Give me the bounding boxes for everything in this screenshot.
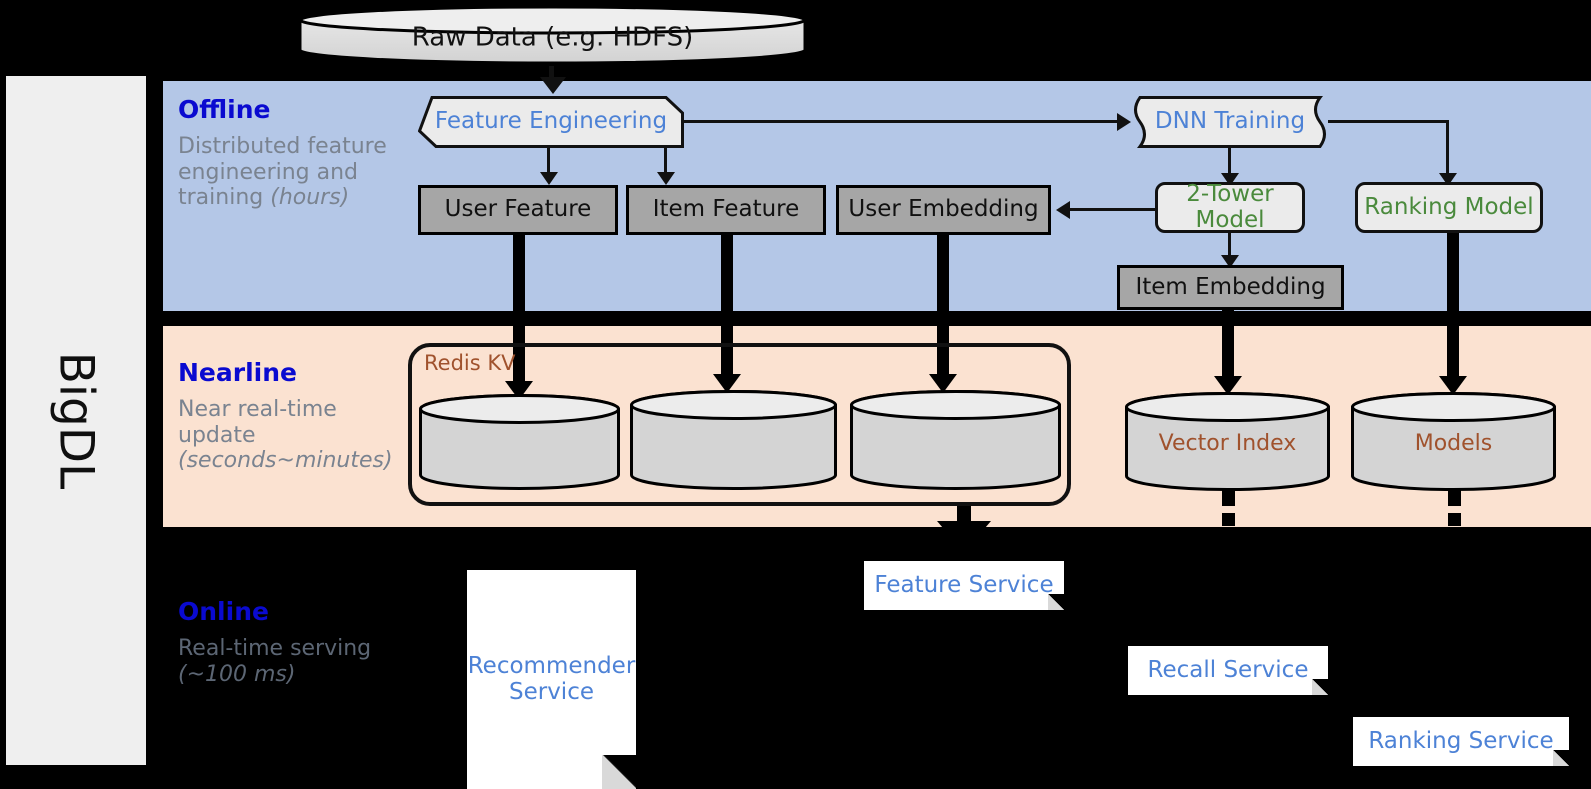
recommender-service-label: Recommender Service	[467, 653, 636, 705]
user-embedding-label: User Embedding	[848, 196, 1039, 223]
stub-vectorindex-2	[1222, 513, 1235, 526]
ranking-service-node[interactable]: Ranking Service	[1353, 717, 1569, 766]
item-feature-label: Item Feature	[652, 196, 800, 223]
bigdl-label: BigDL	[48, 351, 104, 490]
arrow-fe-to-dnn-head	[1117, 113, 1131, 131]
recall-service-label: Recall Service	[1147, 656, 1309, 683]
two-tower-model-label: 2-Tower Model	[1186, 181, 1274, 233]
raw-data-label: Raw Data (e.g. HDFS)	[411, 22, 694, 53]
arrow-fe-to-userfeature-line	[547, 148, 550, 175]
arrow-dnn-to-ranking-v	[1446, 120, 1449, 176]
two-tower-model-node[interactable]: 2-Tower Model	[1155, 182, 1305, 233]
ranking-model-node[interactable]: Ranking Model	[1355, 182, 1543, 233]
arrow-fe-to-itemfeature-head	[657, 172, 675, 185]
user-feature-node[interactable]: User Feature	[418, 185, 618, 235]
stub-models-1	[1448, 489, 1461, 506]
online-title: Online	[178, 597, 269, 626]
models-cylinder: Models	[1350, 391, 1557, 492]
page-fold-icon	[602, 755, 636, 789]
online-stage-label-group: Online Real-time serving (~100 ms)	[178, 597, 393, 687]
page-fold-icon	[1553, 750, 1569, 766]
raw-data-cylinder: Raw Data (e.g. HDFS)	[297, 4, 808, 66]
ranking-model-label: Ranking Model	[1364, 193, 1534, 220]
offline-stage-label-group: Offline Distributed feature engineering …	[178, 95, 393, 211]
arrow-fe-to-dnn-line	[684, 120, 1118, 123]
vector-index-cylinder: Vector Index	[1124, 391, 1331, 492]
page-fold-icon	[1048, 594, 1064, 610]
feature-engineering-node[interactable]: Feature Engineering	[418, 96, 684, 148]
dnn-training-node[interactable]: DNN Training	[1132, 96, 1328, 148]
nearline-subtitle: Near real-time update (seconds~minutes)	[178, 397, 393, 474]
pipe-itemembedding-to-vectorindex	[1222, 310, 1234, 385]
arrow-fe-to-itemfeature-line	[664, 148, 667, 175]
nearline-stage-label-group: Nearline Near real-time update (seconds~…	[178, 358, 408, 474]
pipe-itemembedding-head	[1214, 376, 1242, 395]
dnn-training-label: DNN Training	[1154, 108, 1306, 135]
pipe-itemfeature-head	[713, 374, 741, 393]
redis-kv-group	[408, 343, 1071, 506]
vector-index-label: Vector Index	[1158, 430, 1297, 456]
arrow-fe-to-userfeature-head	[540, 172, 558, 185]
feature-service-label: Feature Service	[874, 571, 1054, 598]
arrow-dnn-to-ranking-h	[1328, 120, 1449, 123]
offline-title: Offline	[178, 95, 271, 124]
offline-subtitle: Distributed feature engineering and trai…	[178, 134, 387, 211]
stub-models-2	[1448, 513, 1461, 526]
models-label: Models	[1414, 430, 1493, 456]
stub-vectorindex-1	[1222, 489, 1235, 506]
item-embedding-label: Item Embedding	[1135, 273, 1326, 300]
kv-store-1-cylinder	[418, 393, 621, 491]
recall-service-node[interactable]: Recall Service	[1128, 646, 1328, 695]
arrow-dnn-to-twotower-line	[1228, 148, 1231, 176]
pipe-rankingmodel-head	[1439, 376, 1467, 395]
pipe-userembedding-head	[929, 374, 957, 393]
user-feature-label: User Feature	[444, 196, 592, 223]
arrow-twotower-to-itememb-head	[1221, 255, 1239, 268]
redis-kv-label: Redis KV	[424, 351, 516, 375]
pipe-rankingmodel-to-models	[1447, 233, 1459, 385]
nearline-title: Nearline	[178, 358, 297, 387]
arrow-twotower-to-itememb-line	[1228, 233, 1231, 258]
kv-store-3-cylinder	[849, 389, 1063, 491]
page-fold-icon	[1312, 679, 1328, 695]
item-feature-node[interactable]: Item Feature	[626, 185, 826, 235]
arrow-rawdata-to-fe-line	[549, 66, 554, 82]
user-embedding-node[interactable]: User Embedding	[836, 185, 1051, 235]
feature-service-node[interactable]: Feature Service	[864, 561, 1064, 610]
item-embedding-node[interactable]: Item Embedding	[1117, 265, 1344, 310]
recommender-service-node[interactable]: Recommender Service	[467, 570, 636, 789]
ranking-service-label: Ranking Service	[1368, 727, 1554, 754]
kv-store-2-cylinder	[629, 389, 839, 491]
arrow-rawdata-to-fe-head	[540, 77, 566, 94]
feature-engineering-label: Feature Engineering	[434, 108, 668, 135]
arrow-twotower-to-userembedding-line	[1070, 208, 1160, 211]
arrow-twotower-to-userembedding-head	[1056, 201, 1070, 219]
bigdl-rail: BigDL	[6, 76, 146, 765]
online-subtitle: Real-time serving (~100 ms)	[178, 636, 372, 687]
pipe-userfeature-to-store1	[513, 235, 525, 390]
pipe-redis-to-featureservice-stub	[957, 506, 971, 523]
